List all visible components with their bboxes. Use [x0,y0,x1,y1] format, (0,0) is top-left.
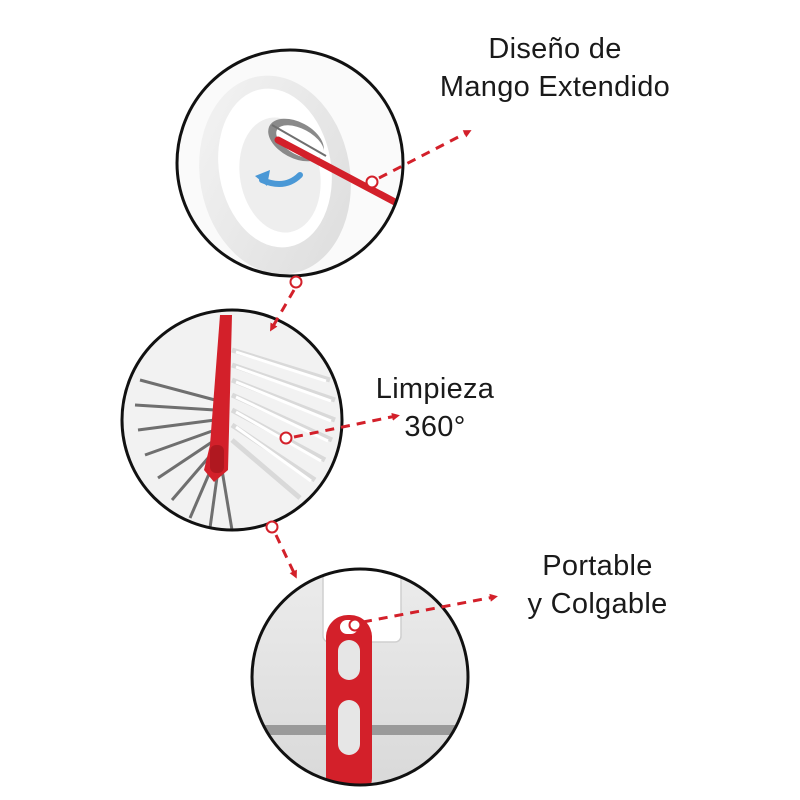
caption-hanging-line-2: y Colgable [527,588,668,620]
caption-cleaning-360-line-2: 360° [404,411,466,443]
caption-hanging-line-1: Portable [542,550,653,582]
arrow-to-caption-2 [293,412,400,439]
connector-arrows [265,130,498,632]
photo-brush-closeup [120,308,344,532]
photo-wall-hook [250,567,470,787]
caption-cleaning-360: Limpieza 360° [355,370,515,446]
caption-hanging: Portable y Colgable [505,547,690,623]
caption-extended-handle-line-2: Mango Extendido [439,71,671,103]
brush-handle [326,615,372,785]
brush-spine [204,315,232,482]
arrow-to-caption-3 [362,593,498,624]
brush-head [268,118,327,162]
photo-toilet-bowl [175,48,405,278]
arrow-to-caption-1 [378,130,472,180]
caption-cleaning-360-line-1: Limpieza [375,373,495,405]
arrow-circle2-to-circle3 [274,534,297,579]
arrow-circle1-to-circle2 [269,289,296,332]
caption-extended-handle: Diseño de Mango Extendido [420,30,690,106]
caption-extended-handle-line-1: Diseño de [488,33,622,65]
